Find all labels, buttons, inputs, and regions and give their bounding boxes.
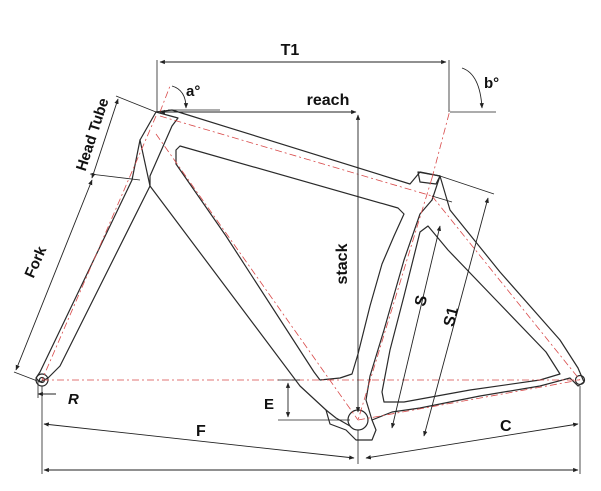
centerline-chain-stay	[357, 379, 581, 421]
centerlines	[41, 85, 581, 421]
label-stack: stack	[334, 243, 351, 284]
a-angle-arc	[171, 85, 189, 109]
label-s1: S1	[441, 305, 462, 328]
dimension-lines	[13, 59, 581, 474]
label-e: E	[264, 396, 274, 413]
fork-ext-bottom	[13, 371, 41, 383]
centerline-head-tube-ext	[159, 85, 171, 113]
head-tube-fork-outline	[35, 111, 179, 383]
front-triangle-window	[175, 145, 405, 381]
label-r: R	[68, 391, 79, 408]
label-fork: Fork	[22, 243, 51, 280]
centerline-down-tube	[155, 133, 359, 421]
head-tube-ext-top	[115, 95, 157, 113]
b-angle-arc	[461, 67, 484, 109]
centerline-seat-stay	[431, 195, 581, 381]
top-tube-outline	[155, 109, 441, 201]
s-dimension-line	[391, 225, 441, 429]
centerline-fork	[41, 115, 157, 381]
head-tube-dimension-line	[91, 98, 119, 179]
label-f: F	[196, 423, 206, 440]
seat-tube-outline	[365, 199, 433, 421]
down-tube-outline	[139, 139, 351, 427]
s1-dimension-line	[423, 197, 489, 437]
centerline-top-tube	[159, 115, 433, 197]
frame-outline	[35, 109, 586, 441]
s-ext-top	[431, 195, 453, 203]
label-reach: reach	[307, 92, 350, 109]
bottom-bracket-shell	[325, 409, 377, 441]
rear-triangle-window	[381, 225, 561, 403]
label-t1: T1	[281, 42, 300, 59]
s1-ext-top	[439, 175, 495, 195]
fork-dimension-line	[15, 179, 93, 371]
f-dimension-line	[43, 422, 355, 460]
seat-collar	[417, 171, 441, 185]
label-c: C	[500, 418, 512, 435]
centerline-seat-tube-ext	[431, 109, 451, 179]
rear-dropout	[574, 374, 586, 386]
c-dimension-line	[365, 422, 579, 460]
label-s: S	[412, 293, 431, 308]
label-a-angle: a°	[186, 83, 200, 100]
label-b-angle: b°	[484, 75, 499, 92]
